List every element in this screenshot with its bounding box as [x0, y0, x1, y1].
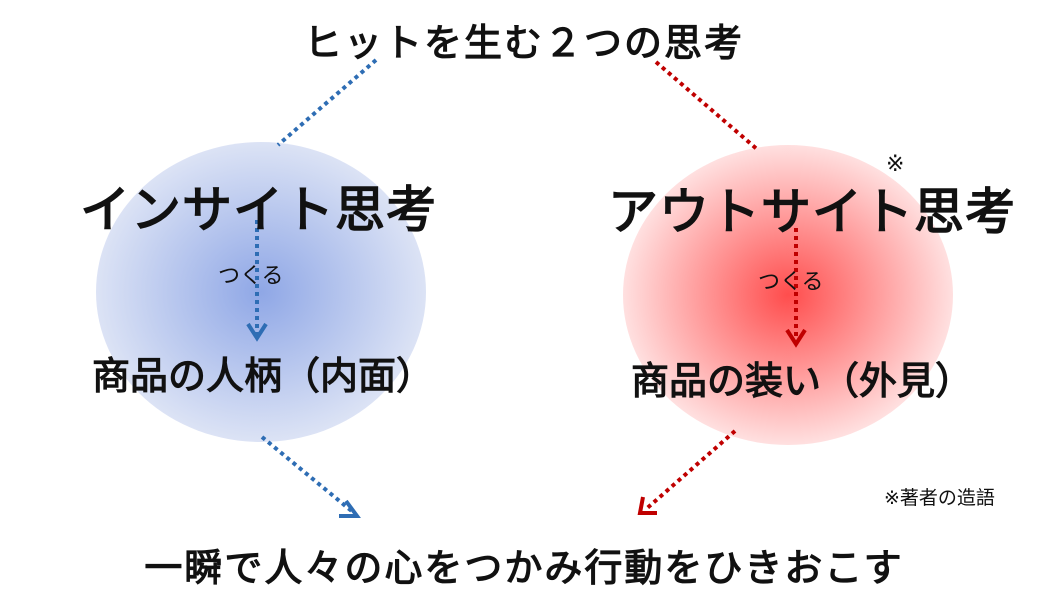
- outsight-to-conclusion-arrowhead: [637, 496, 657, 515]
- outsight-to-conclusion-arrow: [643, 429, 737, 512]
- diagram-title: ヒットを生む２つの思考: [303, 21, 744, 65]
- product-appearance-label: 商品の装い（外見）: [631, 359, 974, 403]
- footnote: ※著者の造語: [884, 487, 995, 509]
- title-to-insight-arrow: [276, 58, 378, 147]
- conclusion-label: 一瞬で人々の心をつかみ行動をひきおこす: [144, 546, 904, 590]
- title-to-outsight-arrow: [654, 60, 760, 152]
- insight-circle: [96, 142, 426, 442]
- insight-to-conclusion-arrowhead: [339, 499, 361, 518]
- outsight-creates-arrowhead: [785, 328, 807, 348]
- insight-thinking-label: インサイト思考: [80, 181, 437, 239]
- outsight-thinking-label: アウトサイト思考: [608, 183, 1016, 241]
- insight-verb-label: つくる: [218, 264, 284, 289]
- product-personality-label: 商品の人柄（内面）: [92, 354, 435, 398]
- coined-term-mark: ※: [886, 152, 905, 177]
- outsight-circle: [623, 145, 953, 445]
- insight-creates-arrowhead: [246, 322, 268, 342]
- insight-to-conclusion-arrow: [260, 435, 356, 515]
- outsight-verb-label: つくる: [758, 270, 824, 295]
